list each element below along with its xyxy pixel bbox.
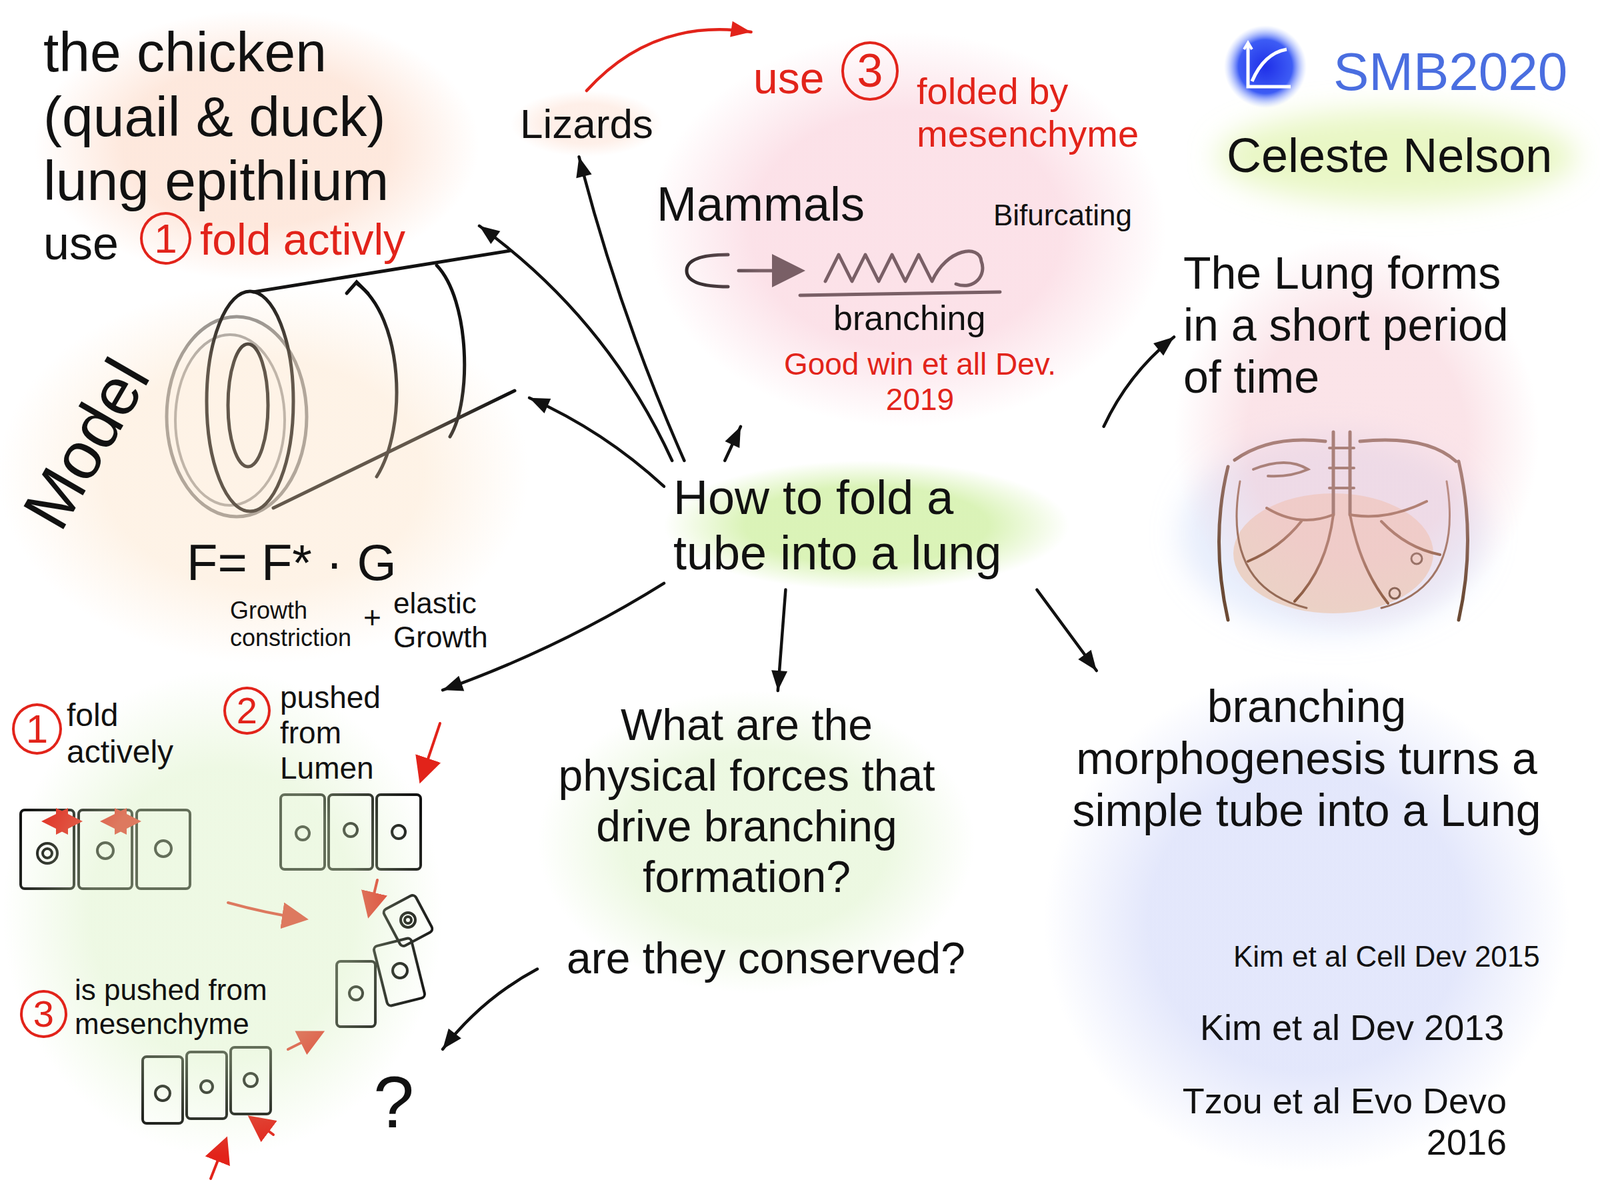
connector-arrow <box>771 590 788 691</box>
callout-number: 1 <box>140 212 192 265</box>
mechanism-text: fold actively <box>66 696 200 770</box>
connector-line <box>529 398 664 487</box>
event-logo <box>1224 25 1307 108</box>
reference-text: Good win et all Dev. 2019 <box>766 346 1074 418</box>
mechanism-text: fold activly <box>200 214 406 266</box>
arrow-head <box>442 676 464 692</box>
reference-text: Kim et al Dev 2013 <box>1200 1006 1504 1048</box>
arrow-head <box>479 226 500 244</box>
arrow-head <box>1078 650 1096 671</box>
arrow-head <box>529 398 551 414</box>
arrow-head <box>442 1028 462 1050</box>
formula-term: Growth constriction <box>230 596 357 652</box>
formula-term: + <box>363 600 382 636</box>
formula-text: F= F* · G <box>186 533 397 592</box>
shape-label: branching <box>833 298 986 339</box>
formula-term: elastic Growth <box>393 586 510 654</box>
note-text: use <box>43 216 119 271</box>
reference-text: Tzou et al Evo Devo 2016 <box>1133 1080 1507 1163</box>
connector-line <box>1036 590 1096 671</box>
summary-bubble: branching morphogenesis turns a simple t… <box>1044 670 1570 1172</box>
mechanism-text: is pushed from mesenchyme <box>74 973 308 1041</box>
mammals-bubble: use 3 folded by mesenchymeMammals Bifurcati… <box>647 32 1166 427</box>
fact-bubble: The Lung forms in a short period of time <box>1174 237 1540 636</box>
mechanism-text: pushed from Lumen <box>280 680 414 786</box>
connector-line <box>724 426 741 461</box>
arrow-head <box>725 426 742 448</box>
shape-label: Bifurcating <box>993 198 1132 233</box>
callout-number: 2 <box>223 686 271 735</box>
fact-text: The Lung forms in a short period of time <box>1183 246 1530 404</box>
summary-text: branching morphogenesis turns a simple t… <box>1053 680 1560 837</box>
connector-line <box>442 969 538 1050</box>
question-mark: ? <box>373 1060 414 1145</box>
reference-text: Kim et al Cell Dev 2015 <box>1233 940 1540 974</box>
mechanism-text: folded by mesenchyme <box>916 70 1157 156</box>
question-text: are they conserved? <box>566 933 966 984</box>
arrow-head <box>771 670 788 691</box>
connector-arrow <box>529 398 664 487</box>
mechanism-bubble: 1fold actively 2pushed from Lumen 3is push… <box>2 670 443 1156</box>
note-text: use <box>753 53 824 104</box>
callout-number: 1 <box>12 703 62 755</box>
arrow-head <box>576 156 592 178</box>
species-text: Mammals <box>656 176 865 232</box>
connector-arrow <box>1036 590 1096 671</box>
species-bubble: Lizards <box>510 90 663 157</box>
central-topic: How to fold a tube into a lung <box>664 460 1070 590</box>
topic-text: How to fold a tube into a lung <box>673 470 1060 581</box>
event-name: SMB2020 <box>1333 41 1568 103</box>
question-text: What are the physical forces that drive … <box>546 700 947 903</box>
callout-number: 3 <box>841 41 899 101</box>
connector-arrow <box>442 969 538 1050</box>
speaker-name: Celeste Nelson <box>1226 128 1552 184</box>
callout-number: 3 <box>20 990 68 1038</box>
species-text: the chicken (quail & duck) lung epithliu… <box>43 20 470 214</box>
connector-arrow <box>724 426 741 461</box>
section-title: Model <box>7 346 165 542</box>
model-bubble: Model F= F* · GGrowth constriction+ elasti… <box>0 284 530 664</box>
question-bubble: What are the physical forces that drive … <box>537 690 975 994</box>
chicken-bubble: the chicken (quail & duck) lung epithliu… <box>34 10 480 280</box>
species-text: Lizards <box>520 100 654 148</box>
